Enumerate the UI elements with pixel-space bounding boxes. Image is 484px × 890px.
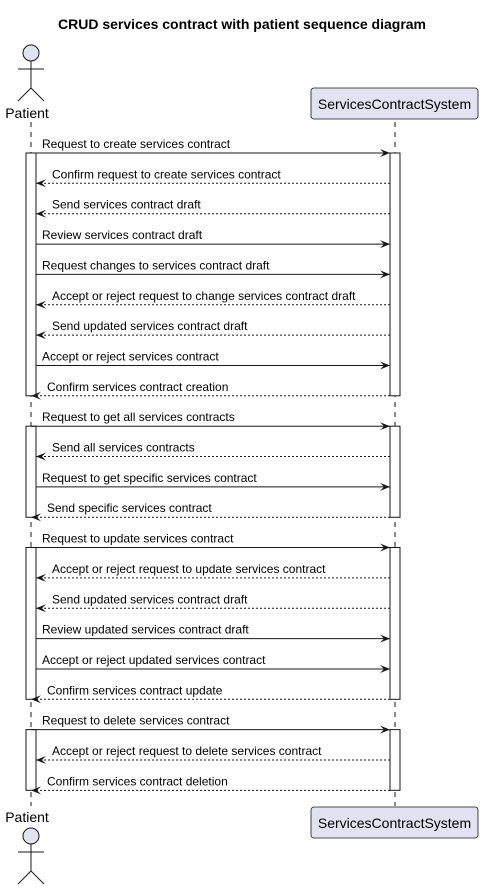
actor-head — [22, 827, 40, 845]
message-label: Send updated services contract draft — [52, 592, 248, 606]
system-participant-top: ServicesContractSystem — [310, 87, 479, 120]
message-label: Send updated services contract draft — [52, 319, 248, 333]
message-label: Request to update services contract — [42, 532, 234, 546]
message-label: Accept or reject request to delete servi… — [52, 744, 322, 758]
message-label: Review services contract draft — [42, 228, 203, 242]
actor-label-top: Patient — [5, 105, 49, 121]
system-activation-bar — [389, 152, 401, 397]
actor-label-bottom: Patient — [5, 809, 49, 825]
message-label: Send specific services contract — [47, 501, 212, 515]
patient-actor-top: Patient — [5, 44, 49, 121]
message-label: Request to delete services contract — [42, 714, 230, 728]
messages: Request to create services contractConfi… — [31, 137, 390, 795]
message-label: Request to create services contract — [42, 137, 231, 151]
system-activation-bar — [389, 729, 401, 791]
participant-box — [310, 806, 479, 839]
message-label: Confirm services contract creation — [47, 380, 228, 394]
participant-label-bottom: ServicesContractSystem — [318, 815, 471, 831]
actor-head — [22, 44, 40, 62]
message-label: Accept or reject services contract — [42, 350, 219, 364]
message-label: Request to get specific services contrac… — [42, 471, 257, 485]
patient-activation-bar — [25, 729, 37, 791]
message-label: Accept or reject updated services contra… — [42, 653, 266, 667]
participant-label-top: ServicesContractSystem — [318, 96, 471, 112]
system-activation-bar — [389, 425, 401, 518]
message-label: Confirm services contract update — [47, 683, 223, 697]
participant-box — [310, 87, 479, 120]
message-label: Review updated services contract draft — [42, 623, 249, 637]
system-activation-bar — [389, 547, 401, 700]
patient-activation-bar — [25, 425, 37, 518]
patient-activation-bar — [25, 547, 37, 700]
patient-actor-bottom: Patient — [5, 809, 49, 885]
message-label: Request changes to services contract dra… — [42, 258, 270, 272]
system-participant-bottom: ServicesContractSystem — [310, 806, 479, 839]
message-label: Send services contract draft — [52, 198, 201, 212]
message-label: Accept or reject request to change servi… — [52, 289, 356, 303]
patient-activation-bar — [25, 152, 37, 397]
message-label: Confirm request to create services contr… — [52, 167, 281, 181]
message-label: Send all services contracts — [52, 441, 195, 455]
message-label: Confirm services contract deletion — [47, 774, 228, 788]
diagram-title: CRUD services contract with patient sequ… — [58, 16, 426, 32]
message-label: Request to get all services contracts — [42, 410, 235, 424]
message-label: Accept or reject request to update servi… — [52, 562, 326, 576]
